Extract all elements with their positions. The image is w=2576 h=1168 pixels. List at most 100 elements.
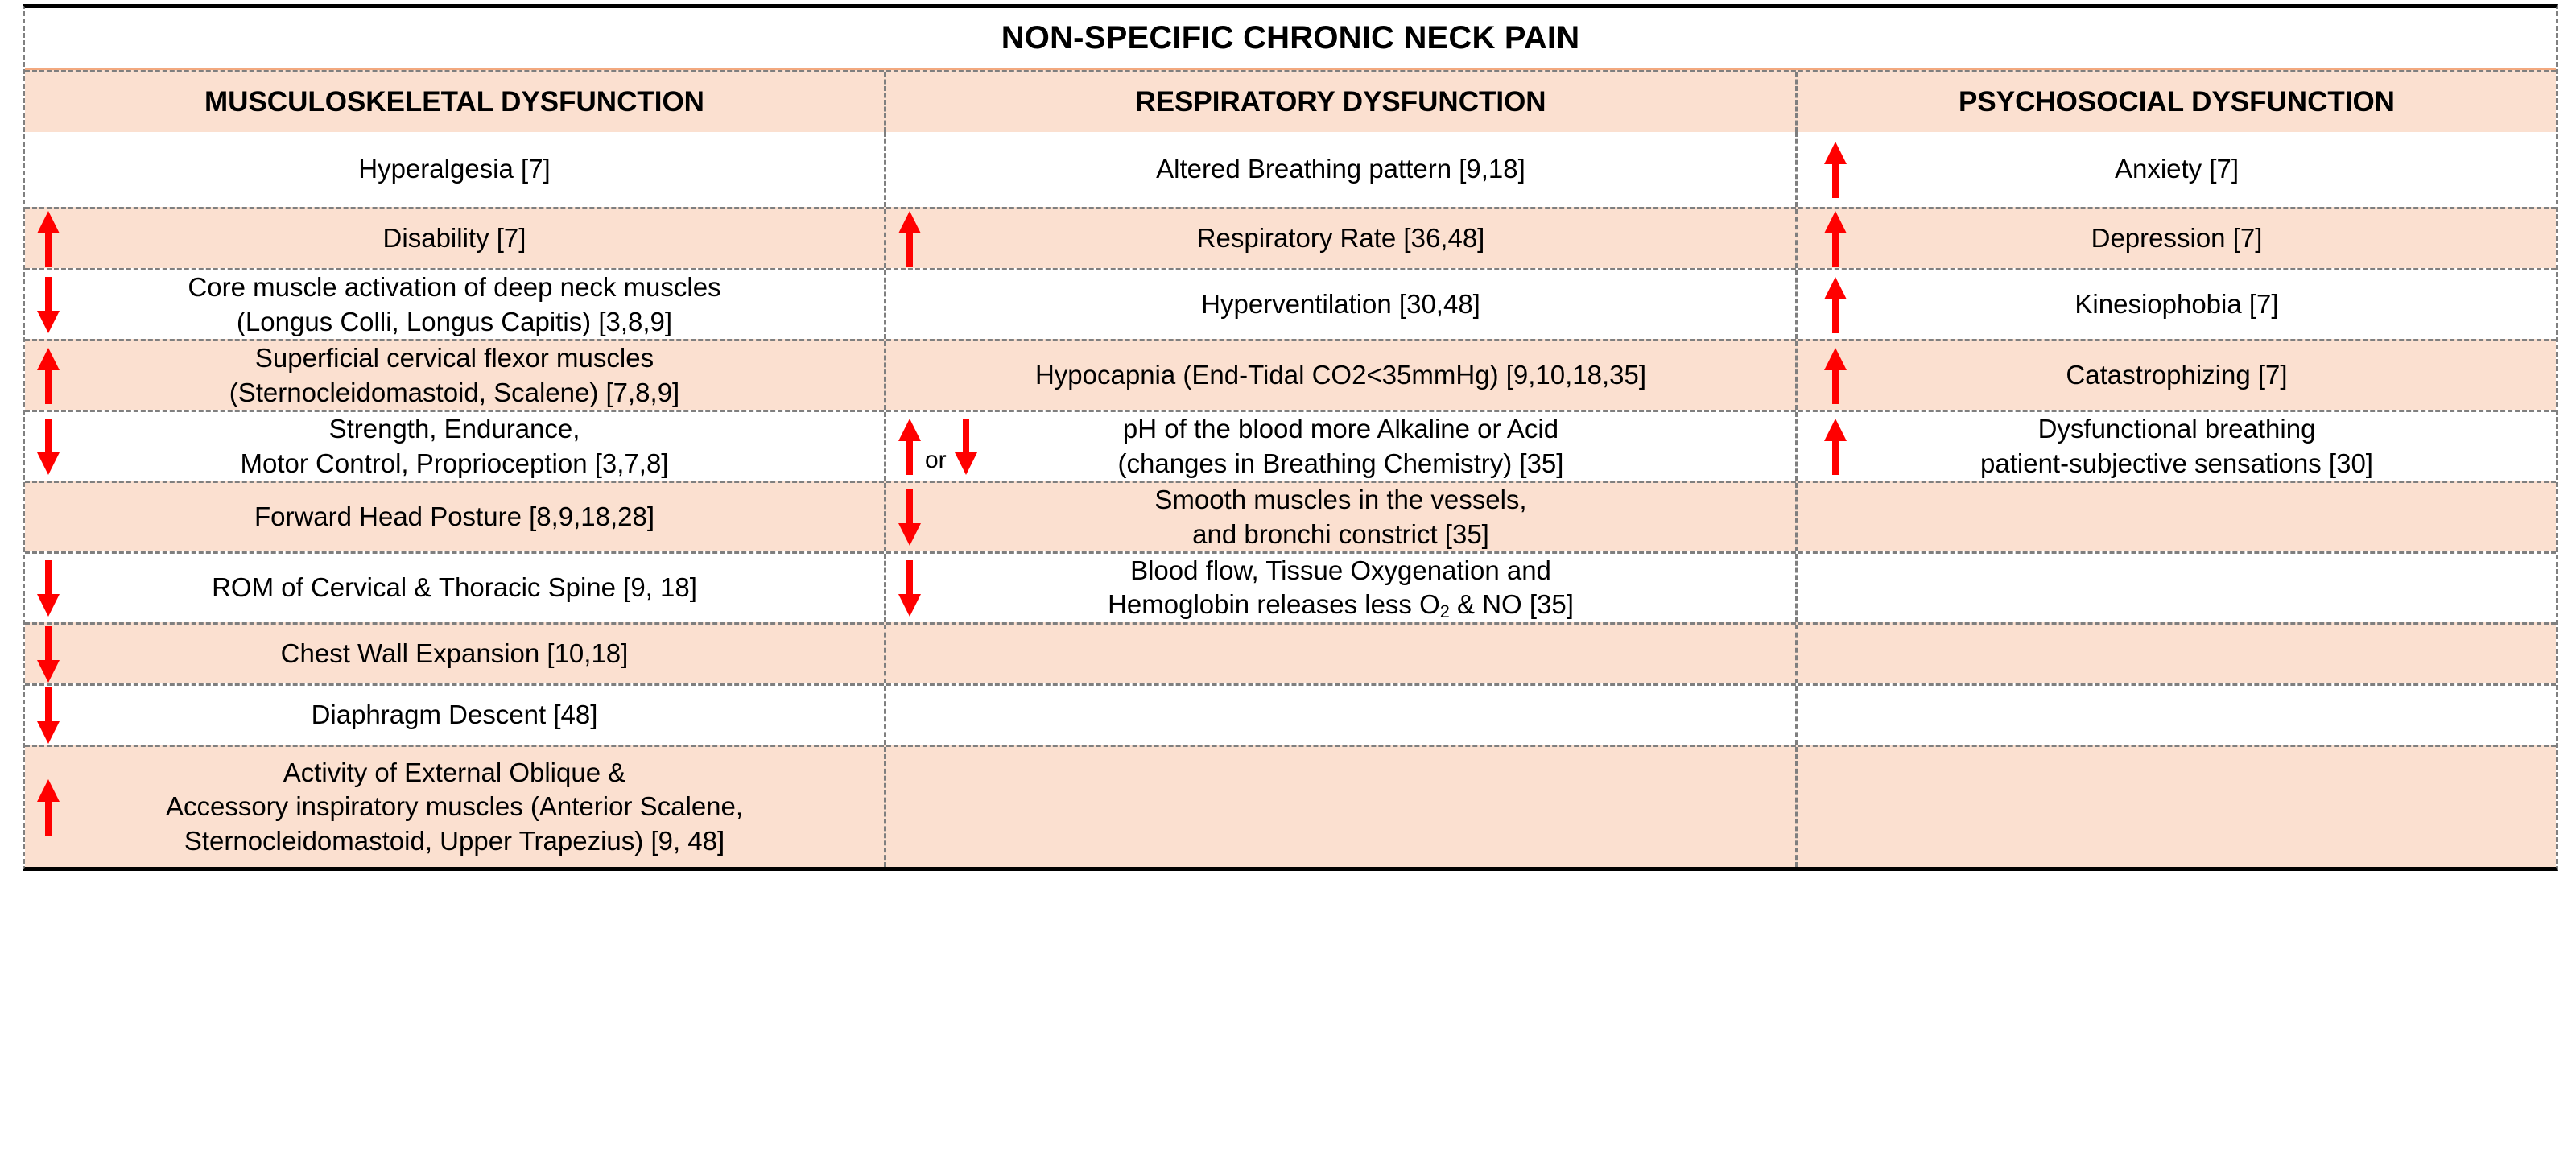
cell-text: Forward Head Posture [8,9,18,28] (25, 500, 884, 534)
cell-line: Kinesiophobia [7] (2074, 289, 2279, 320)
cell-psychosocial: Catastrophizing [7] (1795, 341, 2556, 410)
cell-respiratory (884, 625, 1795, 683)
table-row: Chest Wall Expansion [10,18] (25, 622, 2556, 683)
cell-line: Superficial cervical flexor muscles (254, 343, 654, 374)
table-header-row: MUSCULOSKELETAL DYSFUNCTION RESPIRATORY … (25, 70, 2556, 132)
cell-musculoskeletal: Activity of External Oblique &Accessory … (25, 747, 884, 867)
table-body: Hyperalgesia [7] Altered Breathing patter… (25, 132, 2556, 867)
cell-respiratory: Respiratory Rate [36,48] (884, 209, 1795, 268)
cell-line: Blood flow, Tissue Oxygenation and (1130, 555, 1551, 585)
table-row: Diaphragm Descent [48] (25, 683, 2556, 745)
cell-respiratory (884, 686, 1795, 745)
cell-line: Altered Breathing pattern [9,18] (1156, 154, 1525, 184)
cell-line: pH of the blood more Alkaline or Acid (1122, 414, 1559, 444)
cell-text: Catastrophizing [7] (1798, 358, 2556, 392)
table-row: Forward Head Posture [8,9,18,28] Smooth m… (25, 481, 2556, 551)
cell-text: Strength, Endurance, Motor Control, Propr… (25, 412, 884, 480)
cell-psychosocial: Anxiety [7] (1795, 132, 2556, 207)
cell-respiratory: Smooth muscles in the vessels,and bronch… (884, 483, 1795, 551)
cell-text: Respiratory Rate [36,48] (886, 221, 1795, 255)
cell-line: and bronchi constrict [35] (1192, 518, 1489, 549)
cell-line: Depression [7] (2091, 223, 2263, 254)
cell-psychosocial: Dysfunctional breathing patient-subjectiv… (1795, 412, 2556, 481)
page-title: NON-SPECIFIC CHRONIC NECK PAIN (1001, 19, 1580, 56)
column-header-psychosocial: PSYCHOSOCIAL DYSFUNCTION (1795, 72, 2556, 132)
cell-text: Kinesiophobia [7] (1798, 287, 2556, 321)
cell-text: Hypocapnia (End-Tidal CO2<35mmHg) [9,10,… (886, 358, 1795, 392)
cell-respiratory (884, 747, 1795, 867)
cell-line: Diaphragm Descent [48] (311, 700, 598, 730)
cell-line: (Longus Colli, Longus Capitis) [3,8,9] (236, 306, 673, 336)
table-row: Core muscle activation of deep neck musc… (25, 268, 2556, 339)
cell-line: ROM of Cervical & Thoracic Spine [9, 18] (212, 572, 697, 603)
cell-text: Anxiety [7] (1798, 152, 2556, 186)
column-header-respiratory: RESPIRATORY DYSFUNCTION (884, 72, 1795, 132)
cell-line: Respiratory Rate [36,48] (1196, 223, 1485, 254)
cell-psychosocial: Depression [7] (1795, 209, 2556, 268)
cell-text: Superficial cervical flexor muscles(Ster… (25, 341, 884, 409)
cell-text: pH of the blood more Alkaline or Acid (ch… (886, 412, 1795, 480)
cell-musculoskeletal: Superficial cervical flexor muscles(Ster… (25, 341, 884, 410)
cell-line: Core muscle activation of deep neck musc… (188, 272, 721, 303)
table-row: Disability [7] Respiratory Rate [36,48] De… (25, 207, 2556, 268)
cell-line: Catastrophizing [7] (2066, 360, 2288, 390)
cell-text: Core muscle activation of deep neck musc… (25, 270, 884, 338)
cell-psychosocial: Kinesiophobia [7] (1795, 270, 2556, 339)
cell-line: Chest Wall Expansion [10,18] (280, 638, 629, 669)
cell-line: Hyperventilation [30,48] (1201, 289, 1480, 320)
cell-musculoskeletal: Strength, Endurance, Motor Control, Propr… (25, 412, 884, 481)
column-header-musculoskeletal: MUSCULOSKELETAL DYSFUNCTION (204, 85, 704, 118)
cell-musculoskeletal: Diaphragm Descent [48] (25, 686, 884, 745)
cell-line: Anxiety [7] (2114, 154, 2240, 184)
cell-line: Smooth muscles in the vessels, (1154, 485, 1527, 515)
cell-psychosocial (1795, 554, 2556, 622)
neck-pain-table: NON-SPECIFIC CHRONIC NECK PAIN MUSCULOSK… (23, 4, 2558, 871)
cell-text: Altered Breathing pattern [9,18] (886, 152, 1795, 186)
cell-psychosocial (1795, 747, 2556, 867)
cell-psychosocial (1795, 686, 2556, 745)
table-row: Hyperalgesia [7] Altered Breathing patter… (25, 132, 2556, 207)
cell-psychosocial (1795, 625, 2556, 683)
cell-musculoskeletal: ROM of Cervical & Thoracic Spine [9, 18] (25, 554, 884, 622)
cell-line: (changes in Breathing Chemistry) [35] (1117, 448, 1564, 478)
table-row: Activity of External Oblique &Accessory … (25, 745, 2556, 867)
cell-text: Hyperventilation [30,48] (886, 287, 1795, 321)
cell-respiratory: or pH of the blood more Alkaline or Acid (… (884, 412, 1795, 481)
cell-respiratory: Hypocapnia (End-Tidal CO2<35mmHg) [9,10,… (884, 341, 1795, 410)
cell-text: Depression [7] (1798, 221, 2556, 255)
cell-line: Hypocapnia (End-Tidal CO2<35mmHg) [9,10,… (1034, 360, 1647, 390)
table-row: Strength, Endurance, Motor Control, Propr… (25, 410, 2556, 481)
cell-line: Forward Head Posture [8,9,18,28] (254, 501, 655, 532)
cell-text: Chest Wall Expansion [10,18] (25, 637, 884, 671)
cell-text: Dysfunctional breathing patient-subjectiv… (1798, 412, 2556, 480)
cell-line: (Sternocleidomastoid, Scalene) [7,8,9] (229, 377, 680, 407)
cell-line: Activity of External Oblique & (283, 757, 626, 788)
cell-line: Hemoglobin releases less O2 & NO [35] (1108, 588, 1574, 621)
table-row: ROM of Cervical & Thoracic Spine [9, 18]… (25, 551, 2556, 622)
table-row: Superficial cervical flexor muscles(Ster… (25, 339, 2556, 410)
cell-musculoskeletal: Disability [7] (25, 209, 884, 268)
cell-respiratory: Hyperventilation [30,48] (884, 270, 1795, 339)
cell-musculoskeletal: Hyperalgesia [7] (25, 132, 884, 207)
cell-text: Diaphragm Descent [48] (25, 698, 884, 732)
or-label: or (925, 446, 947, 473)
cell-line: Sternocleidomastoid, Upper Trapezius) [9… (184, 825, 725, 856)
cell-text: Disability [7] (25, 221, 884, 255)
cell-line: Strength, Endurance, (328, 414, 580, 444)
cell-line: Accessory inspiratory muscles (Anterior … (165, 791, 744, 822)
cell-text: ROM of Cervical & Thoracic Spine [9, 18] (25, 571, 884, 605)
cell-line: patient-subjective sensations [30] (1980, 448, 2373, 478)
cell-musculoskeletal: Core muscle activation of deep neck musc… (25, 270, 884, 339)
cell-line: Hyperalgesia [7] (358, 154, 551, 184)
cell-line: Dysfunctional breathing (2037, 414, 2316, 444)
cell-musculoskeletal: Forward Head Posture [8,9,18,28] (25, 483, 884, 551)
cell-psychosocial (1795, 483, 2556, 551)
table-title-row: NON-SPECIFIC CHRONIC NECK PAIN (25, 8, 2556, 70)
cell-text: Smooth muscles in the vessels,and bronch… (886, 483, 1795, 551)
cell-line: Motor Control, Proprioception [3,7,8] (240, 448, 669, 478)
cell-text: Hyperalgesia [7] (25, 152, 884, 186)
cell-musculoskeletal: Chest Wall Expansion [10,18] (25, 625, 884, 683)
cell-respiratory: Altered Breathing pattern [9,18] (884, 132, 1795, 207)
